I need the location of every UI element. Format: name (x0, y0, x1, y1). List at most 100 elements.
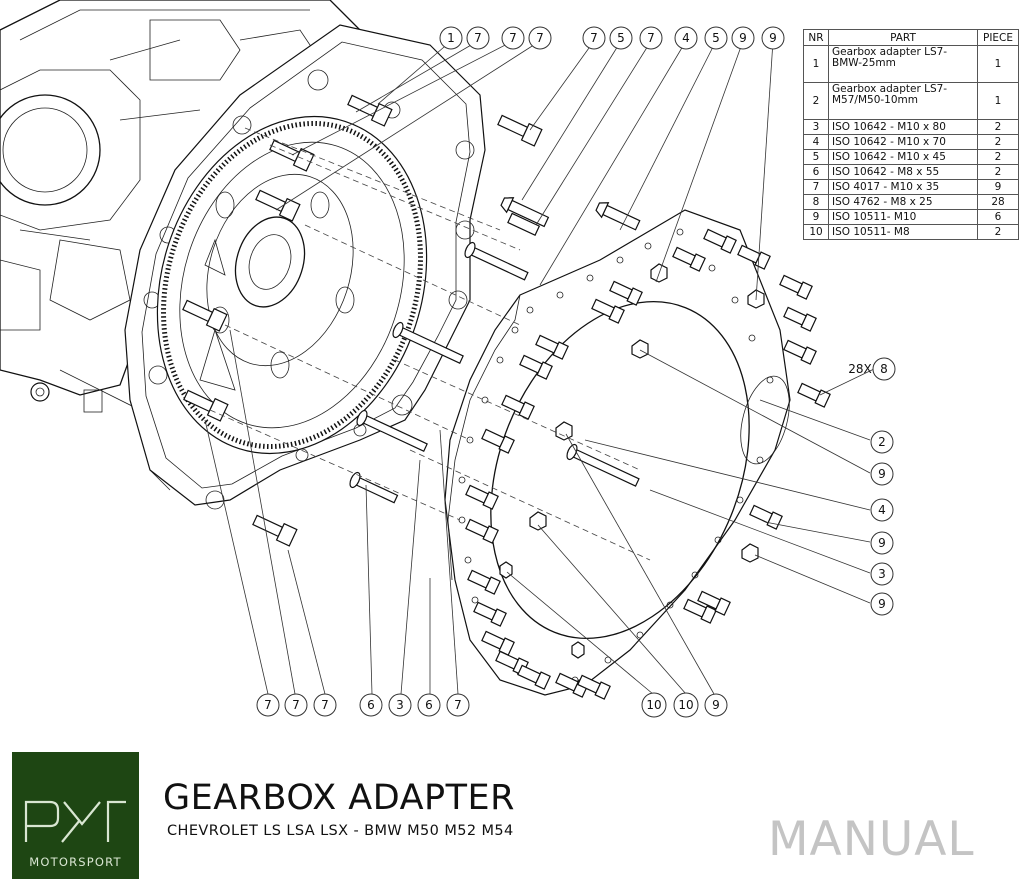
svg-text:10: 10 (646, 698, 661, 712)
svg-text:9: 9 (878, 597, 886, 611)
svg-text:6: 6 (425, 698, 433, 712)
row-part: ISO 10642 - M8 x 55 (828, 164, 978, 180)
callout-7: 7 (528, 26, 552, 50)
svg-text:9: 9 (712, 698, 720, 712)
row-piece: 28 (977, 194, 1019, 210)
leader-lines (204, 40, 875, 695)
svg-text:7: 7 (509, 31, 517, 45)
row-nr: 2 (803, 82, 829, 120)
hex-bolts (182, 94, 543, 547)
header-nr: NR (803, 29, 829, 46)
socket-head-screws (465, 228, 831, 700)
row-part: ISO 10642 - M10 x 70 (828, 134, 978, 150)
callout-7: 7 (466, 26, 490, 50)
svg-text:9: 9 (878, 467, 886, 481)
svg-text:7: 7 (264, 698, 272, 712)
row-piece: 9 (977, 179, 1019, 195)
callout-3: 3 (388, 693, 412, 717)
row-nr: 6 (803, 164, 829, 180)
row-part: ISO 10511- M10 (828, 209, 978, 225)
svg-text:7: 7 (590, 31, 598, 45)
row-part: Gearbox adapter LS7-M57/M50-10mm (828, 82, 978, 120)
callout-7: 7 (501, 26, 525, 50)
row-piece: 2 (977, 149, 1019, 165)
callout-7: 7 (639, 26, 663, 50)
row-piece: 2 (977, 224, 1019, 240)
row-piece: 2 (977, 119, 1019, 135)
svg-text:7: 7 (536, 31, 544, 45)
row-part: Gearbox adapter LS7-BMW-25mm (828, 45, 978, 83)
adapter-plate (444, 209, 791, 696)
row-nr: 3 (803, 119, 829, 135)
callout-9: 9 (731, 26, 755, 50)
callout-7: 7 (284, 693, 308, 717)
qty-label: 28X (848, 362, 872, 376)
svg-text:9: 9 (769, 31, 777, 45)
svg-text:2: 2 (878, 435, 886, 449)
callout-9: 9 (704, 693, 728, 717)
svg-text:8: 8 (880, 362, 888, 376)
callout-6: 6 (359, 693, 383, 717)
svg-text:5: 5 (617, 31, 625, 45)
callout-8: 8 (872, 357, 896, 381)
callout-9: 9 (870, 462, 894, 486)
row-nr: 1 (803, 45, 829, 83)
svg-text:3: 3 (878, 567, 886, 581)
callout-7: 7 (256, 693, 280, 717)
countersunk-bolts (349, 197, 641, 504)
svg-text:7: 7 (292, 698, 300, 712)
svg-text:9: 9 (739, 31, 747, 45)
pmc-logo: MOTORSPORT (12, 752, 139, 879)
callout-7: 7 (446, 693, 470, 717)
svg-text:1: 1 (447, 31, 455, 45)
callout-4: 4 (870, 498, 894, 522)
callout-9: 9 (870, 592, 894, 616)
row-piece: 6 (977, 209, 1019, 225)
title-block: MOTORSPORT GEARBOX ADAPTER CHEVROLET LS … (0, 740, 1024, 896)
logo-text: MOTORSPORT (29, 855, 122, 869)
row-piece: 1 (977, 45, 1019, 83)
row-nr: 7 (803, 179, 829, 195)
callouts-bottom: 7 7 7 6 3 6 7 10 10 9 (256, 692, 728, 718)
row-piece: 1 (977, 82, 1019, 120)
callouts-right: 28X 8 2 9 4 9 3 9 (848, 357, 896, 616)
exploded-assembly-diagram: 1 7 7 7 7 5 7 4 5 9 9 28X 8 2 9 4 9 3 9 … (0, 0, 896, 718)
assembly-axis-lines (209, 127, 651, 561)
svg-text:7: 7 (474, 31, 482, 45)
manual-label: MANUAL (768, 812, 975, 867)
page-title: GEARBOX ADAPTER (163, 778, 515, 818)
callout-6: 6 (417, 693, 441, 717)
row-nr: 9 (803, 209, 829, 225)
row-piece: 2 (977, 164, 1019, 180)
page-subtitle: CHEVROLET LS LSA LSX - BMW M50 M52 M54 (167, 823, 514, 839)
callout-9: 9 (761, 26, 785, 50)
row-piece: 2 (977, 134, 1019, 150)
callout-5: 5 (704, 26, 728, 50)
row-nr: 4 (803, 134, 829, 150)
svg-text:5: 5 (712, 31, 720, 45)
svg-text:7: 7 (321, 698, 329, 712)
callout-4: 4 (674, 26, 698, 50)
svg-text:3: 3 (396, 698, 404, 712)
table-header-row: NR PART PIECE (803, 29, 1019, 46)
callout-1: 1 (439, 26, 463, 50)
row-part: ISO 4017 - M10 x 35 (828, 179, 978, 195)
svg-text:4: 4 (682, 31, 690, 45)
callouts-top: 1 7 7 7 7 5 7 4 5 9 9 (439, 26, 785, 50)
svg-text:6: 6 (367, 698, 375, 712)
row-nr: 5 (803, 149, 829, 165)
svg-text:10: 10 (678, 698, 693, 712)
svg-text:7: 7 (647, 31, 655, 45)
callout-3: 3 (870, 562, 894, 586)
callout-7: 7 (582, 26, 606, 50)
